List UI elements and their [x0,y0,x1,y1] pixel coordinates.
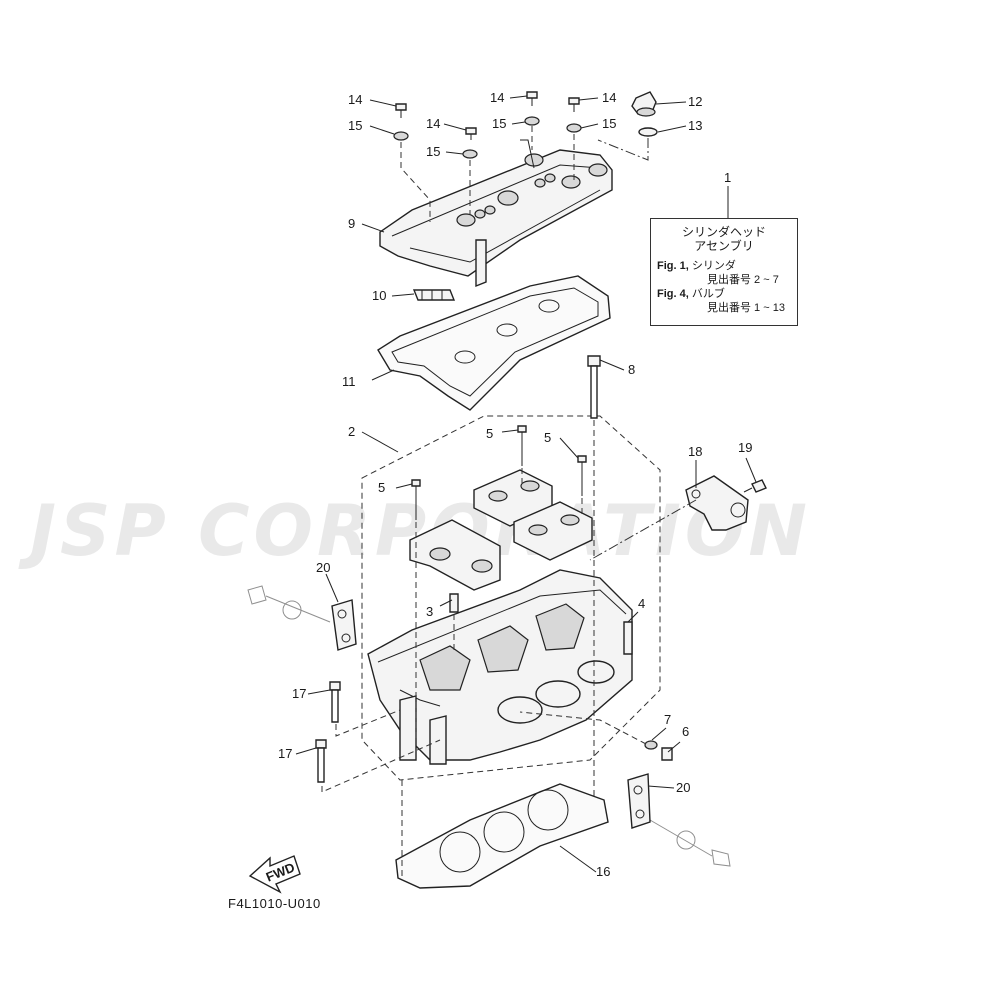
note-fig1-text: シリンダ [691,260,736,272]
callout-9[interactable]: 9 [348,216,355,231]
callout-13[interactable]: 13 [688,118,702,133]
long-bolt[interactable] [587,355,601,419]
callout-2[interactable]: 2 [348,424,355,439]
note-title-line1: シリンダヘッド [681,225,766,239]
camshaft-cap-center[interactable] [473,469,553,527]
callout-5b[interactable]: 5 [486,426,493,441]
callout-5a[interactable]: 5 [378,480,385,495]
assembly-note-box: シリンダヘッド アセンブリ Fig. 1, シリンダ 見出番号 2 ~ 7 Fi… [650,218,798,326]
callout-14b[interactable]: 14 [426,116,440,131]
hanger-hardware-right [649,819,731,867]
cam-cap-bolts[interactable] [411,425,587,520]
cylinder-head[interactable] [367,569,633,765]
callout-15b[interactable]: 15 [426,144,440,159]
callout-4[interactable]: 4 [638,596,645,611]
stud-bolt[interactable] [623,621,633,655]
callout-3[interactable]: 3 [426,604,433,619]
callout-5c[interactable]: 5 [544,430,551,445]
callout-20b[interactable]: 20 [676,780,690,795]
callout-15c[interactable]: 15 [492,116,506,131]
note-fig4-text: バルブ [691,288,725,300]
note-title-line2: アセンブリ [694,239,754,253]
note-fig4-row: Fig. 4, バルブ [657,287,791,301]
callout-14c[interactable]: 14 [490,90,504,105]
callout-18[interactable]: 18 [688,444,702,459]
gasket-clip[interactable] [412,289,456,301]
callout-16[interactable]: 16 [596,864,610,879]
note-fig4-label: Fig. 4, [657,288,689,300]
note-fig1-row: Fig. 1, シリンダ [657,259,791,273]
callout-17a[interactable]: 17 [292,686,306,701]
head-cover[interactable] [379,139,613,288]
head-cover-gasket[interactable] [377,275,611,411]
bracket[interactable] [685,475,749,531]
callout-15d[interactable]: 15 [602,116,616,131]
callout-12[interactable]: 12 [688,94,702,109]
callout-14a[interactable]: 14 [348,92,362,107]
callout-numbers: 1 2 3 4 5 5 5 6 7 8 9 10 11 12 13 14 14 … [278,90,752,879]
head-bolts-17[interactable] [315,681,341,783]
callout-15a[interactable]: 15 [348,118,362,133]
note-fig1-label: Fig. 1, [657,260,689,272]
callout-7[interactable]: 7 [664,712,671,727]
hanger-hardware-left [247,585,331,623]
note-fig1-range: 見出番号 2 ~ 7 [707,274,779,286]
callout-11[interactable]: 11 [342,374,356,389]
forward-direction-arrow: FWD [248,855,301,894]
callout-1[interactable]: 1 [724,170,731,185]
engine-hanger-right[interactable] [627,773,651,829]
camshaft-cap-left[interactable] [409,519,501,591]
o-ring[interactable] [638,127,658,137]
washer[interactable] [644,740,658,750]
dowel-pin[interactable] [449,593,459,613]
callout-6[interactable]: 6 [682,724,689,739]
callout-20a[interactable]: 20 [316,560,330,575]
bracket-bolt[interactable] [743,479,767,493]
cylinder-head-assembly-outline [361,415,661,781]
callout-19[interactable]: 19 [738,440,752,455]
drawing-code: F4L1010-U010 [228,896,321,911]
callout-10[interactable]: 10 [372,288,386,303]
head-cover-bolts[interactable] [393,91,582,159]
camshaft-cap-right[interactable] [513,501,593,561]
callout-8[interactable]: 8 [628,362,635,377]
cylinder-head-gasket[interactable] [395,783,609,889]
note-fig4-range: 見出番号 1 ~ 13 [707,302,785,314]
callout-17b[interactable]: 17 [278,746,292,761]
callout-leaders [295,95,757,873]
engine-hanger-left[interactable] [331,599,357,651]
callout-14d[interactable]: 14 [602,90,616,105]
oil-filler-cap[interactable] [631,91,657,117]
